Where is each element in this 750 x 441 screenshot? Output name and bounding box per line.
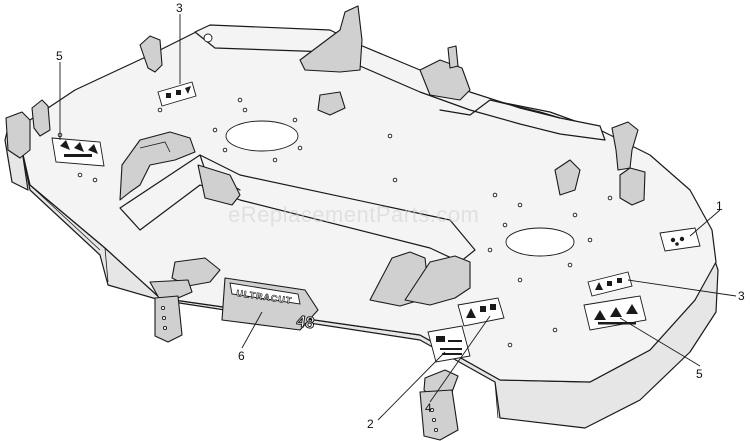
callout-4: 4 xyxy=(425,401,432,415)
callout-3-right: 3 xyxy=(738,289,745,303)
callout-5-right: 5 xyxy=(696,367,703,381)
lift-brackets xyxy=(119,131,471,307)
callout-3-rear: 3 xyxy=(176,1,183,15)
watermark-text: eReplacementParts.com xyxy=(228,202,479,227)
logo-size-text: 48 xyxy=(295,313,315,332)
mounting-holes xyxy=(57,33,613,348)
callout-6: 6 xyxy=(238,349,245,363)
decal-4 xyxy=(457,297,505,327)
rear-brackets xyxy=(5,5,646,206)
callout-5-left: 5 xyxy=(56,49,63,63)
decal-3-right xyxy=(587,271,633,297)
front-roller-arm-right xyxy=(419,369,459,441)
decal-5-left xyxy=(51,137,105,167)
decal-2 xyxy=(427,325,471,363)
callout-1: 1 xyxy=(716,199,723,213)
decal-1 xyxy=(659,227,701,252)
decal-5-right xyxy=(583,295,647,331)
callouts: 1 2 3 3 4 5 5 6 xyxy=(56,1,745,431)
front-roller-arm-left xyxy=(149,257,221,343)
spindle-openings xyxy=(225,120,575,257)
decal-3-rear xyxy=(157,81,197,107)
model-logo-decal: ULTRACUT 48 xyxy=(221,277,319,333)
callout-2: 2 xyxy=(367,417,374,431)
leader-lines xyxy=(59,14,737,421)
